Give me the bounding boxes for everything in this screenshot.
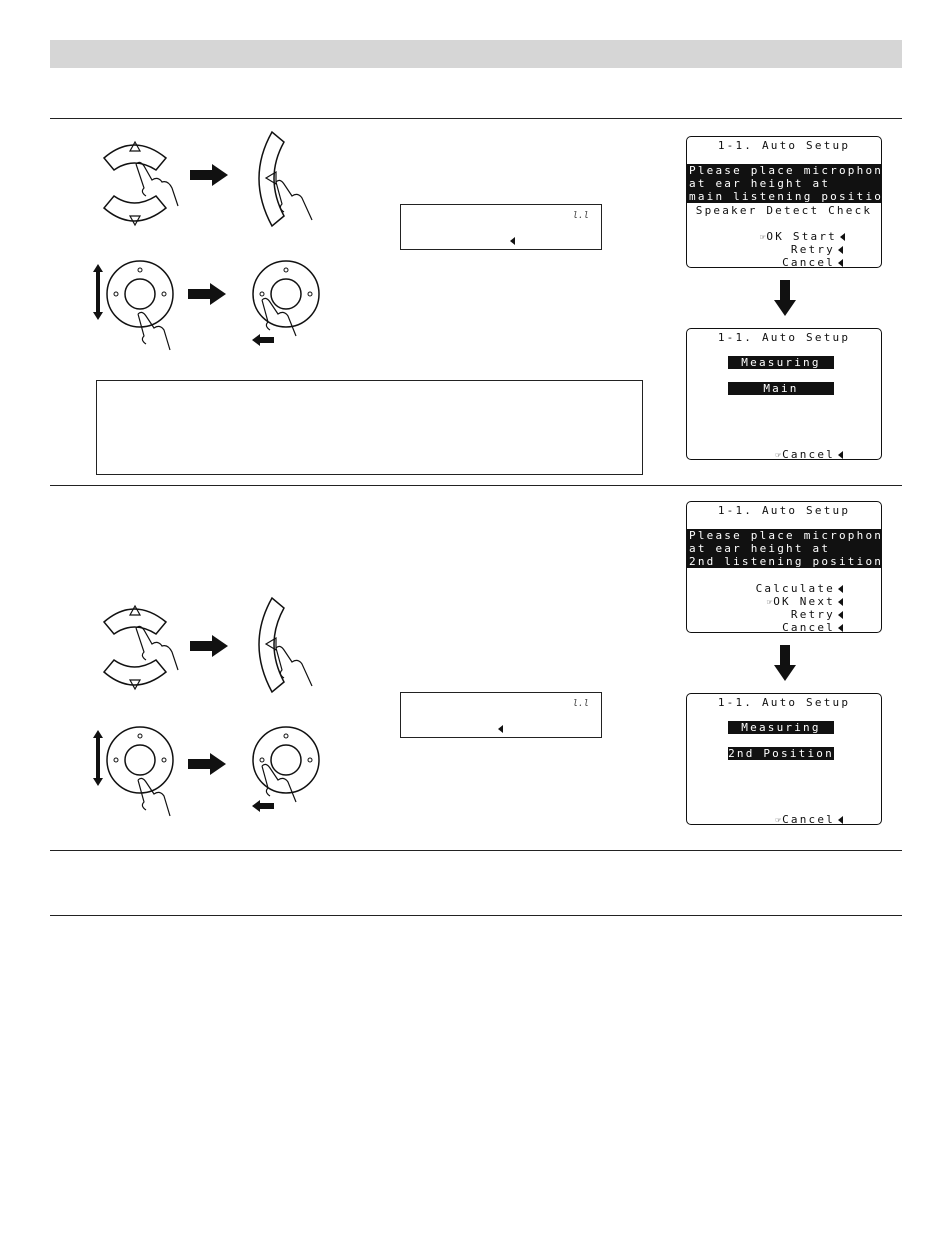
menu-option-cancel[interactable]: ☞Cancel <box>776 448 843 463</box>
cursor-triangle-icon <box>838 585 843 593</box>
jog-dial-icon <box>93 260 174 351</box>
left-cursor-button-icon <box>258 596 313 694</box>
position-label: 2nd Position <box>728 747 834 760</box>
right-arrow-icon <box>188 283 226 305</box>
up-down-cursor-buttons-icon <box>102 140 179 227</box>
message-line: main listening position. <box>687 190 901 203</box>
display-indicator: l.l <box>572 699 589 709</box>
menu-option-retry[interactable]: Retry <box>791 608 843 621</box>
cursor-triangle-icon <box>838 611 843 619</box>
divider-rule <box>50 118 902 119</box>
measuring-status: Measuring <box>728 721 834 734</box>
menu-option-retry[interactable]: Retry <box>791 243 843 256</box>
menu-option-ok-start[interactable]: ☞OK Start <box>760 230 845 245</box>
message-line: 2nd listening position. <box>687 555 892 568</box>
divider-rule <box>50 850 902 851</box>
osd-screen-second-position: 1-1. Auto Setup Please place microphone … <box>686 501 892 634</box>
display-indicator: l.l <box>572 211 589 221</box>
message-line: Please place microphone <box>687 529 892 542</box>
jog-dial-press-icon <box>252 726 320 812</box>
menu-option-calculate[interactable]: Calculate <box>756 582 843 595</box>
down-arrow-icon <box>774 645 796 681</box>
cursor-triangle-icon <box>840 233 845 241</box>
message-line: at ear height at <box>687 177 881 190</box>
jog-dial-icon <box>93 726 174 817</box>
message-line: at ear height at <box>687 542 881 555</box>
screen-title: 1-1. Auto Setup <box>717 504 851 517</box>
cursor-triangle-icon <box>838 624 843 632</box>
up-down-cursor-buttons-icon <box>102 604 179 691</box>
screen-title: 1-1. Auto Setup <box>717 696 851 709</box>
cursor-triangle-icon <box>510 237 515 245</box>
right-arrow-icon <box>188 753 226 775</box>
menu-option-cancel[interactable]: ☞Cancel <box>776 813 843 828</box>
section-header-bar <box>50 40 902 68</box>
screen-title: 1-1. Auto Setup <box>717 139 851 152</box>
pointer-hand-icon: ☞ <box>759 233 766 243</box>
down-arrow-icon <box>774 280 796 316</box>
cursor-triangle-icon <box>838 259 843 267</box>
divider-rule <box>50 485 902 486</box>
note-box <box>96 380 643 475</box>
osd-screen-measuring-second: 1-1. Auto Setup Measuring 2nd Position ☞… <box>686 693 882 828</box>
cursor-triangle-icon <box>838 246 843 254</box>
pointer-hand-icon: ☞ <box>775 451 782 461</box>
position-label: Main Position <box>728 382 834 408</box>
osd-screen-measuring-main: 1-1. Auto Setup Measuring Main Position … <box>686 328 882 463</box>
front-panel-display: l.l <box>400 204 602 250</box>
screen-title: 1-1. Auto Setup <box>717 331 851 344</box>
cursor-triangle-icon <box>838 598 843 606</box>
cursor-triangle-icon <box>498 725 503 733</box>
measuring-status: Measuring <box>728 356 834 369</box>
cursor-triangle-icon <box>838 816 843 824</box>
pointer-hand-icon: ☞ <box>766 598 773 608</box>
speaker-detect-label: Speaker Detect Check <box>695 204 873 217</box>
message-line: Please place microphone <box>687 164 892 177</box>
menu-option-cancel[interactable]: Cancel <box>782 621 843 634</box>
right-arrow-icon <box>190 164 228 186</box>
divider-rule <box>50 915 902 916</box>
cursor-triangle-icon <box>838 451 843 459</box>
front-panel-display: l.l <box>400 692 602 738</box>
menu-option-cancel[interactable]: Cancel <box>782 256 843 269</box>
right-arrow-icon <box>190 635 228 657</box>
osd-screen-speaker-detect: 1-1. Auto Setup Please place microphone … <box>686 136 901 269</box>
pointer-hand-icon: ☞ <box>775 816 782 826</box>
left-cursor-button-icon <box>258 130 313 228</box>
jog-dial-press-icon <box>252 260 320 346</box>
menu-option-ok-next[interactable]: ☞OK Next <box>767 595 843 610</box>
